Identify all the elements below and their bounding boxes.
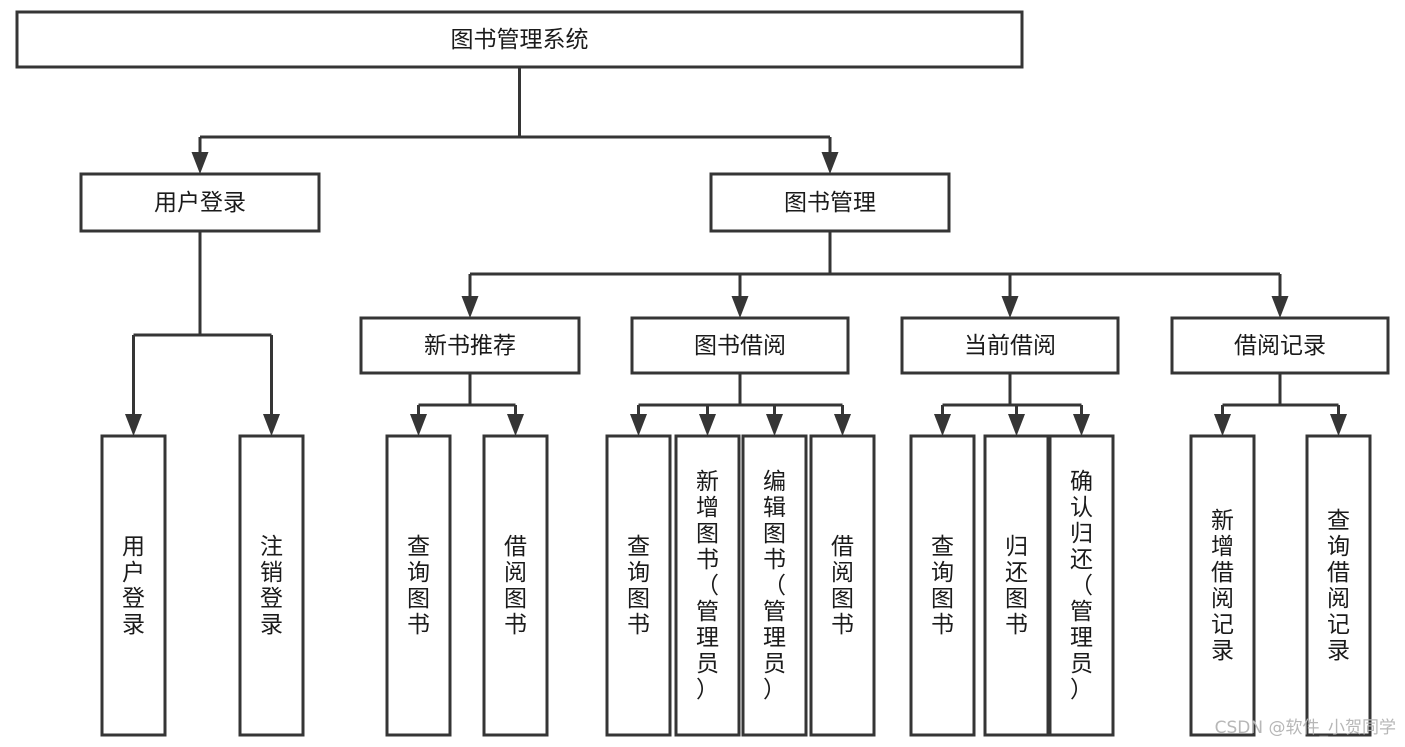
arrow-head-icon bbox=[1330, 414, 1347, 436]
node-box[interactable] bbox=[605, 434, 672, 737]
node-root[interactable]: 图书管理系统 bbox=[15, 10, 1024, 69]
node-label: 查询图书 bbox=[931, 534, 954, 638]
node-leaf-logout[interactable]: 注销登录 bbox=[238, 434, 305, 737]
node-label: 确认归还（管理员） bbox=[1070, 469, 1093, 703]
node-box[interactable] bbox=[482, 434, 549, 737]
arrow-head-icon bbox=[263, 414, 280, 436]
node-box[interactable] bbox=[741, 434, 808, 737]
arrow-head-icon bbox=[1271, 296, 1289, 318]
arrow-head-icon bbox=[821, 152, 839, 174]
node-label: 借阅记录 bbox=[1234, 333, 1326, 359]
arrow-head-icon bbox=[834, 414, 851, 436]
node-label: 用户登录 bbox=[154, 190, 246, 216]
csdn-watermark: CSDN @软件_小贺同学 bbox=[1215, 718, 1396, 738]
node-leaf-edit-book[interactable]: 编辑图书（管理员） bbox=[741, 434, 808, 737]
node-box[interactable] bbox=[674, 434, 741, 737]
node-box[interactable] bbox=[238, 434, 305, 737]
connector-layer bbox=[125, 67, 1347, 436]
arrow-head-icon bbox=[731, 296, 749, 318]
node-box[interactable] bbox=[1189, 434, 1256, 737]
node-leaf-borrow-book-1[interactable]: 借阅图书 bbox=[482, 434, 549, 737]
node-user-login[interactable]: 用户登录 bbox=[79, 172, 321, 233]
node-box[interactable] bbox=[709, 172, 951, 233]
node-box[interactable] bbox=[79, 172, 321, 233]
node-leaf-user-login[interactable]: 用户登录 bbox=[100, 434, 167, 737]
node-box[interactable] bbox=[630, 316, 850, 375]
arrow-head-icon bbox=[461, 296, 479, 318]
node-new-book-recommend[interactable]: 新书推荐 bbox=[359, 316, 581, 375]
arrow-head-icon bbox=[1073, 414, 1090, 436]
arrow-head-icon bbox=[630, 414, 647, 436]
node-label: 编辑图书（管理员） bbox=[763, 469, 786, 703]
arrow-head-icon bbox=[191, 152, 209, 174]
node-book-borrow[interactable]: 图书借阅 bbox=[630, 316, 850, 375]
node-label: 新增图书（管理员） bbox=[696, 469, 719, 703]
arrow-head-icon bbox=[1008, 414, 1025, 436]
arrow-head-icon bbox=[1214, 414, 1231, 436]
node-leaf-query-book-3[interactable]: 查询图书 bbox=[909, 434, 976, 737]
node-leaf-query-record[interactable]: 查询借阅记录 bbox=[1305, 434, 1372, 737]
node-label: 注销登录 bbox=[260, 534, 283, 638]
node-label: 查询图书 bbox=[627, 534, 650, 638]
node-label: 查询图书 bbox=[407, 534, 430, 638]
node-label: 图书管理系统 bbox=[451, 27, 589, 53]
node-label: 用户登录 bbox=[122, 534, 145, 638]
node-box[interactable] bbox=[1048, 434, 1115, 737]
node-leaf-query-book-2[interactable]: 查询图书 bbox=[605, 434, 672, 737]
node-layer: 图书管理系统用户登录图书管理新书推荐图书借阅当前借阅借阅记录用户登录注销登录查询… bbox=[15, 10, 1390, 737]
arrow-head-icon bbox=[766, 414, 783, 436]
arrow-head-icon bbox=[1001, 296, 1019, 318]
node-box[interactable] bbox=[900, 316, 1120, 375]
node-box[interactable] bbox=[1170, 316, 1390, 375]
arrow-head-icon bbox=[507, 414, 524, 436]
node-label: 新书推荐 bbox=[424, 333, 516, 359]
node-box[interactable] bbox=[809, 434, 876, 737]
node-book-manage[interactable]: 图书管理 bbox=[709, 172, 951, 233]
node-box[interactable] bbox=[100, 434, 167, 737]
node-box[interactable] bbox=[983, 434, 1050, 737]
node-current-borrow[interactable]: 当前借阅 bbox=[900, 316, 1120, 375]
node-label: 借阅图书 bbox=[831, 534, 854, 638]
node-borrow-record[interactable]: 借阅记录 bbox=[1170, 316, 1390, 375]
node-label: 归还图书 bbox=[1005, 534, 1028, 638]
node-leaf-add-book[interactable]: 新增图书（管理员） bbox=[674, 434, 741, 737]
arrow-head-icon bbox=[410, 414, 427, 436]
node-leaf-add-record[interactable]: 新增借阅记录 bbox=[1189, 434, 1256, 737]
watermark-layer: CSDN @软件_小贺同学 bbox=[1215, 718, 1396, 738]
node-label: 图书借阅 bbox=[694, 333, 786, 359]
node-leaf-query-book-1[interactable]: 查询图书 bbox=[385, 434, 452, 737]
node-label: 借阅图书 bbox=[504, 534, 527, 638]
node-box[interactable] bbox=[1305, 434, 1372, 737]
node-box[interactable] bbox=[359, 316, 581, 375]
node-label: 新增借阅记录 bbox=[1211, 508, 1234, 664]
node-box[interactable] bbox=[909, 434, 976, 737]
node-leaf-return-book[interactable]: 归还图书 bbox=[983, 434, 1050, 737]
node-box[interactable] bbox=[15, 10, 1024, 69]
arrow-head-icon bbox=[125, 414, 142, 436]
node-label: 查询借阅记录 bbox=[1327, 508, 1350, 664]
node-label: 图书管理 bbox=[784, 190, 876, 216]
node-label: 当前借阅 bbox=[964, 333, 1056, 359]
node-box[interactable] bbox=[385, 434, 452, 737]
arrow-head-icon bbox=[699, 414, 716, 436]
node-leaf-borrow-book-2[interactable]: 借阅图书 bbox=[809, 434, 876, 737]
node-leaf-confirm-return[interactable]: 确认归还（管理员） bbox=[1048, 434, 1115, 737]
arrow-head-icon bbox=[934, 414, 951, 436]
